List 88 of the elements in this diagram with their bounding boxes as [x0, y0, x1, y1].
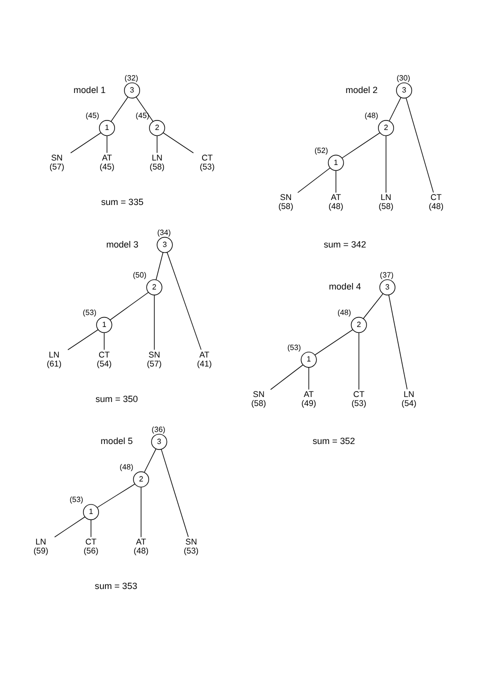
node-text: AT (48): [134, 536, 148, 556]
label: model 1: [74, 84, 106, 94]
node-circle: 2: [350, 316, 367, 332]
node-circle: 3: [379, 278, 396, 295]
label: sum = 335: [101, 196, 144, 206]
node-label: (30): [396, 73, 410, 82]
node-circle: 1: [96, 316, 112, 332]
node-label: (32): [124, 73, 138, 82]
node-text: AT (49): [301, 388, 316, 408]
node-label: (36): [152, 424, 166, 434]
node-text: SN (57): [146, 348, 162, 368]
node-text: SN (58): [278, 192, 294, 211]
node-text: LN (58): [378, 192, 394, 211]
connector: [144, 448, 156, 472]
connector: [314, 328, 354, 355]
node-circle: 2: [378, 120, 394, 136]
label: model 2: [346, 84, 378, 94]
connector: [70, 132, 102, 153]
node-text: CT (56): [84, 536, 98, 556]
node-label: (48): [337, 308, 352, 317]
node-circle: 3: [124, 82, 140, 98]
node-label: (50): [132, 270, 146, 279]
label: model 3: [106, 238, 138, 249]
node-text: CT (48): [428, 192, 444, 211]
node-text: LN (61): [46, 348, 62, 368]
connector: [104, 332, 105, 350]
connector: [68, 328, 98, 350]
node-label: (53): [287, 342, 301, 352]
node-circle: 3: [396, 82, 412, 98]
node-label: (45): [136, 110, 150, 120]
node-text: CT (53): [351, 388, 366, 408]
label: model 5: [100, 436, 133, 446]
node-label: (45): [86, 110, 100, 120]
connector: [388, 96, 402, 121]
connector: [363, 292, 384, 318]
connector: [154, 294, 155, 350]
node-text: AT (41): [197, 348, 212, 368]
connector: [136, 96, 154, 122]
node-label: (48): [120, 462, 134, 472]
connector: [110, 292, 149, 320]
connector: [110, 96, 128, 122]
node-text: LN (59): [33, 536, 48, 556]
node-text: AT (45): [100, 152, 114, 171]
connector: [106, 134, 108, 153]
label: sum = 352: [312, 436, 356, 446]
label: model 4: [328, 281, 362, 292]
connector: [162, 132, 194, 153]
node-text: SN (53): [184, 536, 199, 556]
connector: [388, 294, 408, 390]
connector: [297, 167, 331, 192]
node-label: (53): [82, 308, 96, 317]
connector: [406, 97, 434, 192]
connector: [166, 252, 202, 350]
connector: [156, 134, 158, 153]
node-circle: 1: [328, 154, 344, 170]
node-text: LN (54): [402, 388, 416, 408]
connector: [90, 519, 92, 537]
connector: [358, 332, 360, 390]
node-circle: 2: [149, 120, 166, 136]
label: sum = 353: [94, 580, 138, 590]
connector: [342, 132, 380, 158]
node-circle: 1: [300, 351, 317, 368]
connector: [97, 483, 136, 508]
node-circle: 3: [156, 236, 173, 252]
node-circle: 2: [133, 470, 150, 487]
connector: [156, 252, 164, 280]
node-text: AT (48): [328, 192, 344, 211]
node-label: (52): [314, 145, 328, 154]
node-circle: 1: [82, 504, 99, 520]
connector: [270, 364, 304, 390]
node-text: SN (58): [251, 388, 266, 408]
node-circle: 2: [146, 278, 162, 295]
node-label: (48): [364, 110, 378, 120]
node-circle: 3: [151, 433, 168, 450]
connector: [308, 366, 310, 390]
connector: [54, 516, 86, 537]
connector: [160, 448, 189, 537]
node-text: CT (54): [96, 348, 112, 368]
node-label: (53): [70, 494, 84, 504]
label: sum = 342: [324, 238, 366, 249]
node-text: CT (53): [200, 152, 215, 171]
node-label: (37): [380, 270, 394, 279]
label: sum = 350: [96, 393, 138, 404]
node-label: (34): [157, 228, 171, 237]
connector: [140, 486, 142, 537]
node-text: SN (57): [49, 152, 64, 171]
node-text: LN (58): [150, 152, 164, 171]
node-circle: 1: [98, 120, 115, 136]
